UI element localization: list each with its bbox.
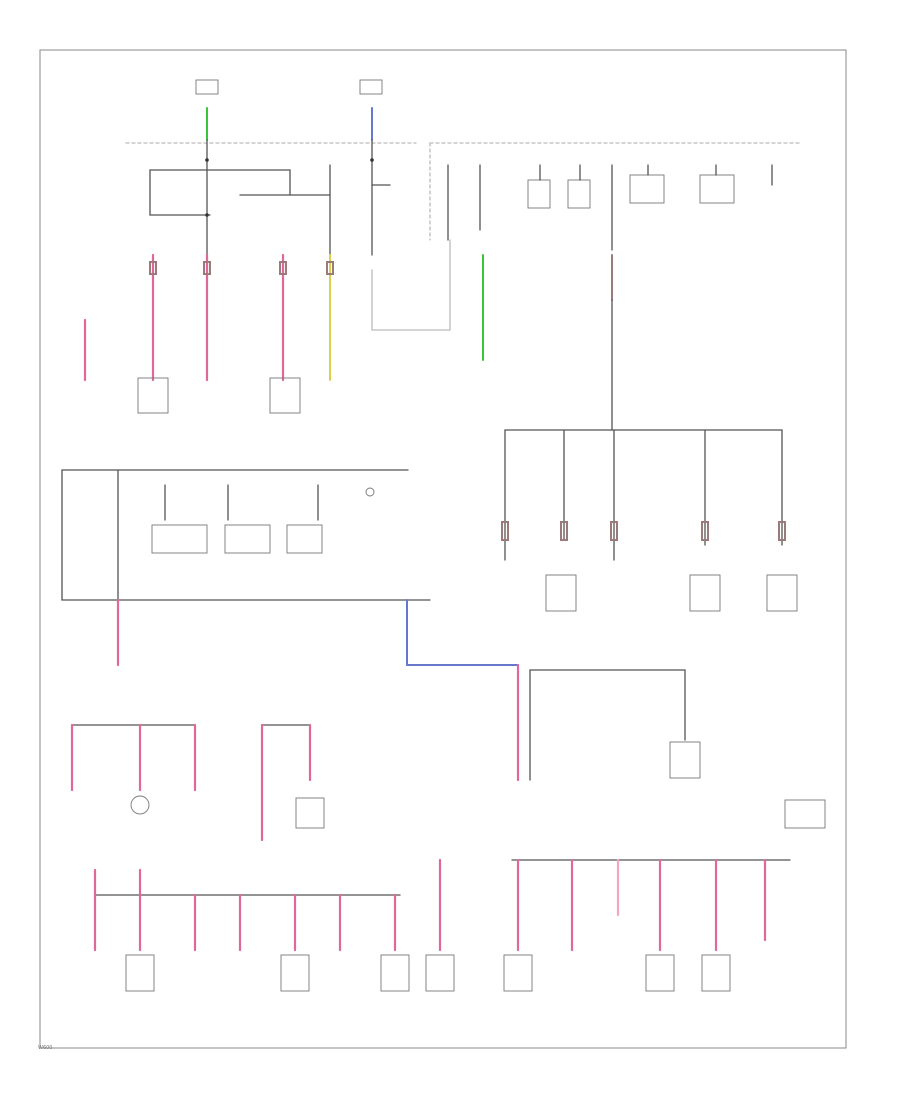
top-fuse-section (125, 79, 801, 256)
upper-left-circuits (83, 239, 613, 431)
middle-right-distribution (501, 429, 798, 612)
bottom-right-harness (503, 799, 826, 992)
lower-left-loads (70, 723, 325, 842)
bottom-left-harness (93, 858, 455, 992)
middle-left-fuse-block (61, 469, 431, 601)
diagram-frame (39, 49, 847, 1049)
lower-risers (116, 598, 701, 782)
page-code: W600 (38, 1045, 53, 1051)
